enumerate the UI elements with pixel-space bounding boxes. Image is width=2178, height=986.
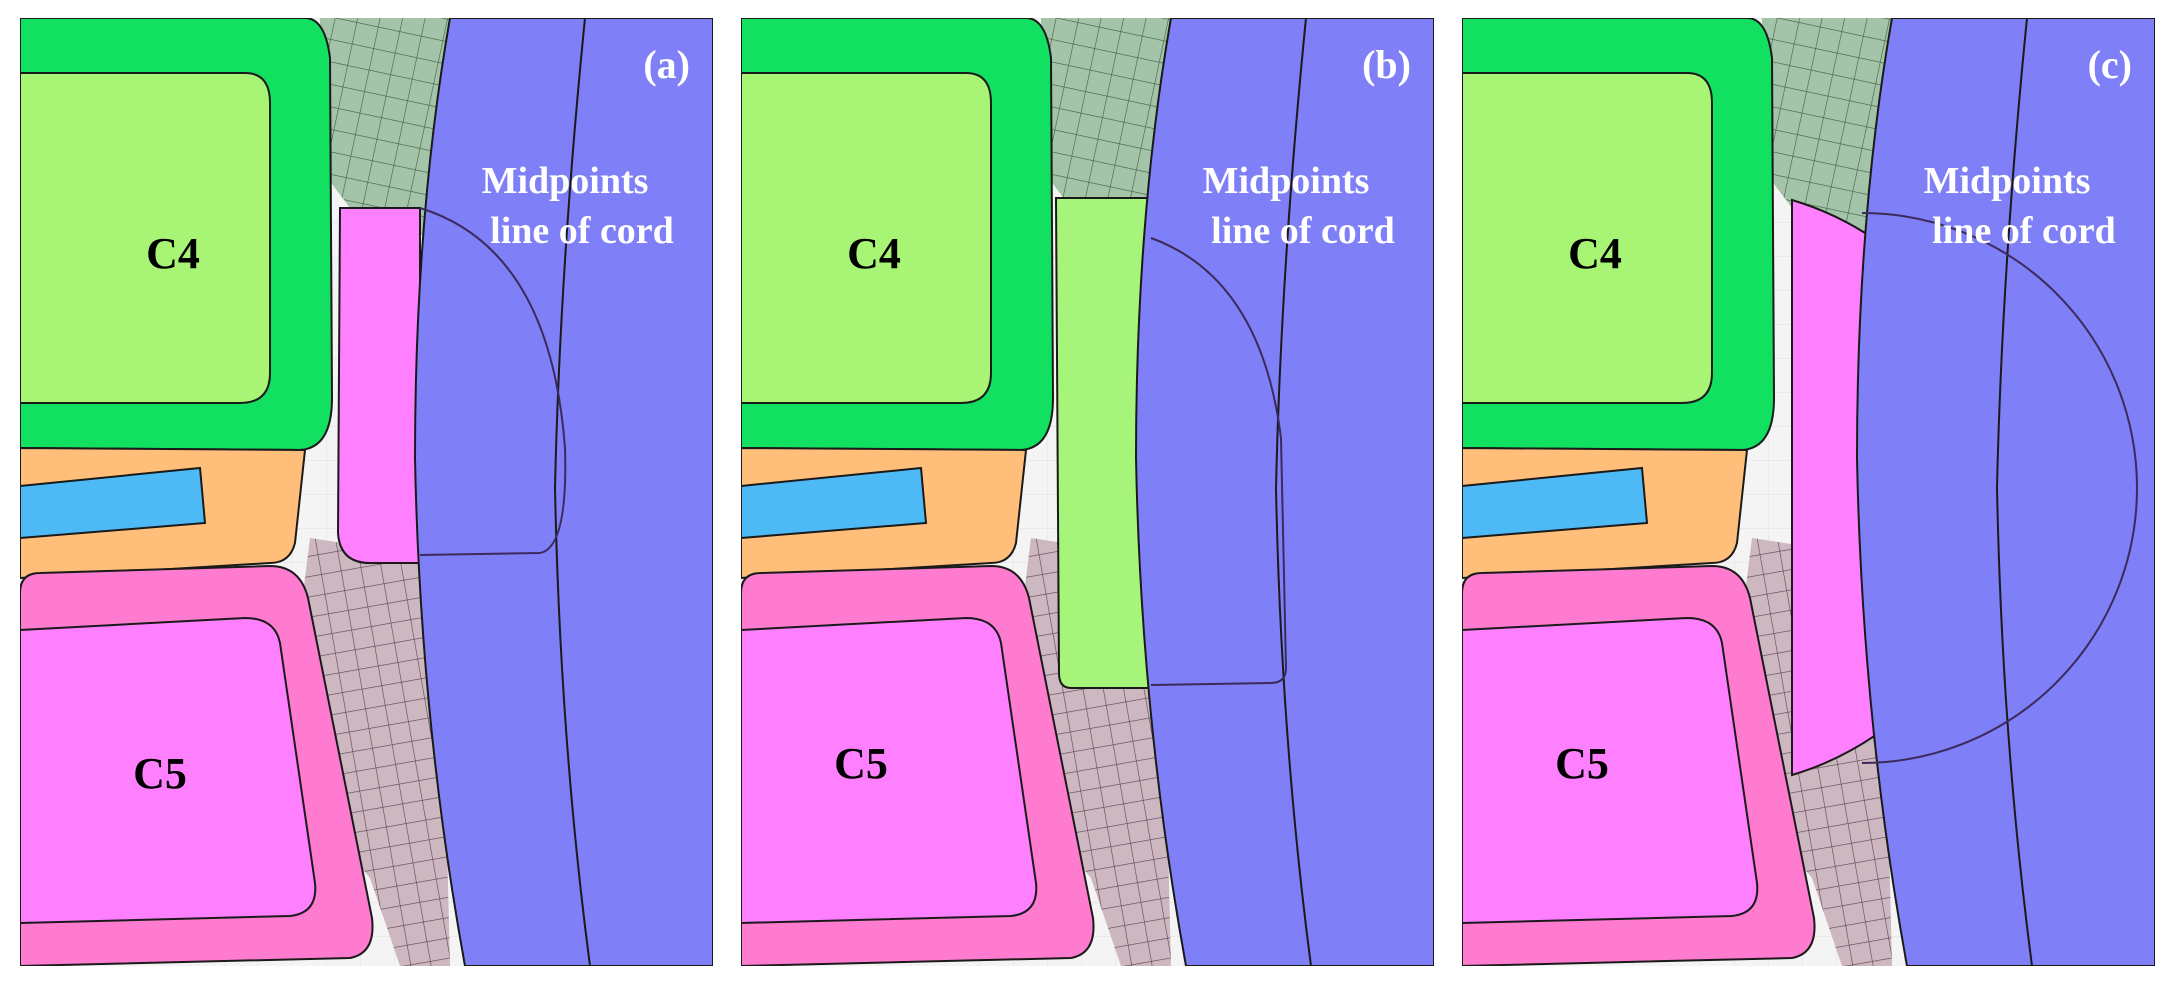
panel-a: C4 C5 Midpoints line of cord (a) [20,18,713,966]
foraminal-outline [1861,212,2138,764]
mesh-tissue-upper [1762,18,1902,248]
vertebra-upper-inner [741,72,992,404]
vertebra-lower-label: C5 [133,749,187,798]
panel-tag: (a) [643,42,690,87]
panel-b-canvas: C4 C5 Midpoints line of cord (b) [741,18,1434,966]
vertebra-upper-label: C4 [847,229,901,278]
vertebra-lower-label: C5 [834,739,888,788]
cord-midpoints-line [1274,18,1312,966]
mesh-tissue-lower [300,538,450,966]
panel-b: C4 C5 Midpoints line of cord (b) [741,18,1434,966]
vertebra-upper-label: C4 [146,229,200,278]
disc-nucleus [20,466,207,540]
cord-midpoints-line [1995,18,2033,966]
vertebra-upper-label: C4 [1568,229,1622,278]
mesh-tissue-upper [1041,18,1181,248]
vertebra-lower-inner [20,616,317,925]
annotation-line-1: Midpoints [1203,160,1370,202]
cord-midpoints-line [553,18,591,966]
foraminal-outline [419,207,567,556]
annotation-line-2: line of cord [1211,210,1395,252]
vertebra-lower-inner [741,616,1038,925]
disc-nucleus [741,466,928,540]
foraminal-region [336,207,421,564]
vertebra-upper-inner [1462,72,1713,404]
annotation-line-1: Midpoints [482,160,649,202]
annotation-line-1: Midpoints [1924,160,2091,202]
foraminal-region [1054,197,1152,689]
vertebra-upper-inner [20,72,271,404]
disc-nucleus [1462,466,1649,540]
spinal-cord [1134,18,1434,966]
panel-tag: (b) [1362,42,1411,87]
foraminal-outline [1150,237,1288,686]
annotation-line-2: line of cord [1932,210,2116,252]
panel-c: C4 C5 Midpoints line of cord (c) [1462,18,2155,966]
panel-tag: (c) [2088,42,2132,87]
panel-c-canvas: C4 C5 Midpoints line of cord (c) [1462,18,2155,966]
panel-a-canvas: C4 C5 Midpoints line of cord (a) [20,18,713,966]
spinal-cord [1855,18,2155,966]
annotation-line-2: line of cord [490,210,674,252]
vertebra-lower-label: C5 [1555,739,1609,788]
vertebra-lower-inner [1462,616,1759,925]
mesh-tissue-upper [320,18,460,248]
